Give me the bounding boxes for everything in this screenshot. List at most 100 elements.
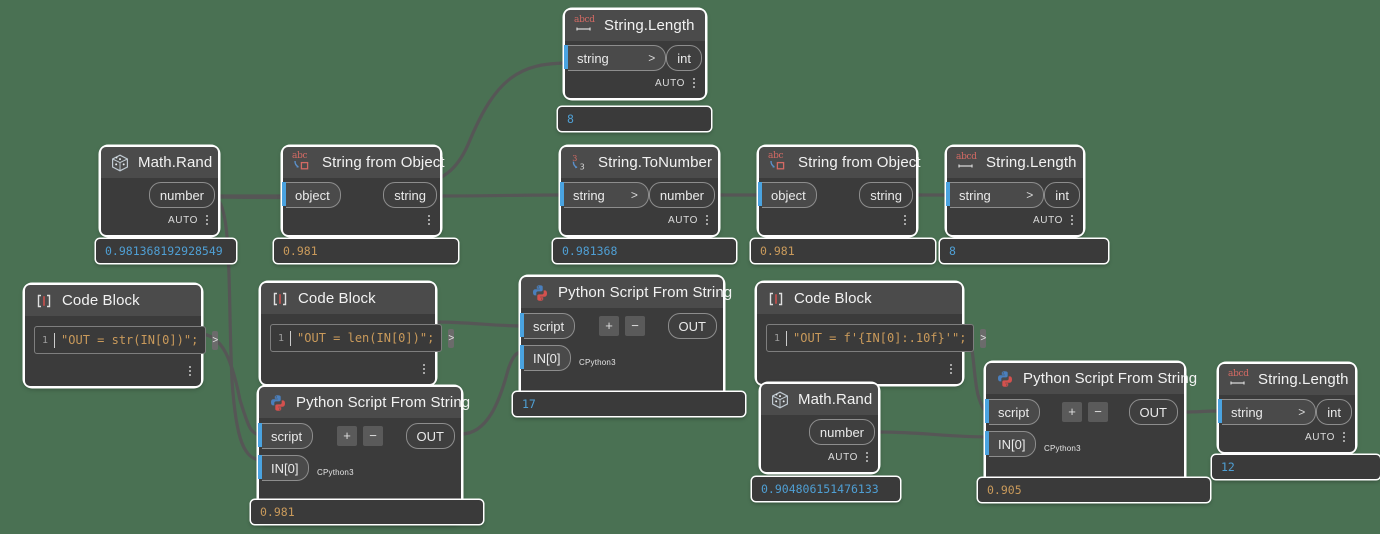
- node-menu-icon[interactable]: [1070, 213, 1074, 227]
- code-block-field[interactable]: 1 "OUT = str(IN[0])"; >: [34, 326, 219, 354]
- input-port-in0[interactable]: IN[0]: [984, 431, 1037, 457]
- node-menu-icon[interactable]: [205, 213, 209, 227]
- add-port-button[interactable]: +: [1062, 402, 1082, 422]
- input-port-in0[interactable]: IN[0]: [257, 455, 310, 481]
- input-port-string[interactable]: string >: [560, 182, 649, 208]
- node-header[interactable]: abcd String.Length: [565, 10, 705, 41]
- input-port-object[interactable]: object: [282, 182, 341, 208]
- node-title: Code Block: [794, 290, 872, 307]
- input-port-script[interactable]: script: [519, 313, 576, 339]
- output-port-out[interactable]: OUT: [1128, 399, 1181, 425]
- node-menu-icon[interactable]: [422, 362, 426, 376]
- input-port-in0[interactable]: IN[0]: [519, 345, 572, 371]
- node-header[interactable]: Python Script From String: [986, 363, 1197, 394]
- output-port-string[interactable]: string: [383, 182, 437, 208]
- port-row: object string: [282, 181, 440, 209]
- output-port-button[interactable]: >: [212, 330, 219, 350]
- input-port-script[interactable]: script: [984, 399, 1041, 425]
- node-menu-icon[interactable]: [903, 213, 907, 227]
- node-math-rand-2[interactable]: Math.Rand number AUTO: [761, 384, 878, 472]
- node-header[interactable]: Math.Rand: [761, 384, 878, 415]
- node-string-tonumber[interactable]: 3 3 String.ToNumber string > number AUTO: [560, 147, 718, 235]
- node-footer: AUTO: [761, 446, 878, 472]
- node-string-length-2[interactable]: abcd String.Length string > int AUTO: [945, 147, 1083, 235]
- node-header[interactable]: Code Block: [757, 283, 962, 314]
- input-port-string[interactable]: string >: [563, 45, 667, 71]
- node-title: String.Length: [1258, 371, 1349, 388]
- remove-port-button[interactable]: −: [363, 426, 383, 446]
- node-code-block-1[interactable]: Code Block 1 "OUT = str(IN[0])"; >: [25, 285, 219, 386]
- node-header[interactable]: abcd String.Length: [947, 147, 1083, 178]
- node-header[interactable]: Python Script From String: [521, 277, 732, 308]
- port-stepper[interactable]: + −: [521, 316, 723, 336]
- add-port-button[interactable]: +: [337, 426, 357, 446]
- node-menu-icon[interactable]: [1342, 430, 1346, 444]
- output-port-number[interactable]: number: [148, 182, 215, 208]
- node-header[interactable]: Code Block: [25, 285, 201, 316]
- node-header[interactable]: abc String from Object: [283, 147, 445, 178]
- port-stepper[interactable]: + −: [259, 426, 461, 446]
- add-port-button[interactable]: +: [599, 316, 619, 336]
- node-menu-icon[interactable]: [949, 362, 953, 376]
- output-port-out[interactable]: OUT: [667, 313, 720, 339]
- node-header[interactable]: Python Script From String: [259, 387, 470, 418]
- node-menu-icon[interactable]: [865, 450, 869, 464]
- node-header[interactable]: abc String from Object: [759, 147, 921, 178]
- input-port-string[interactable]: string >: [945, 182, 1045, 208]
- node-menu-icon[interactable]: [188, 364, 192, 378]
- preview-bubble: 0.981: [751, 239, 935, 263]
- node-title: String.Length: [604, 17, 695, 34]
- node-math-rand-1[interactable]: Math.Rand number AUTO: [101, 147, 218, 235]
- node-header[interactable]: Math.Rand: [101, 147, 218, 178]
- remove-port-button[interactable]: −: [625, 316, 645, 336]
- node-menu-icon[interactable]: [705, 213, 709, 227]
- node-code-block-2[interactable]: Code Block 1 "OUT = len(IN[0])"; >: [261, 283, 455, 384]
- node-header[interactable]: Code Block: [261, 283, 435, 314]
- port-stepper[interactable]: + −: [986, 402, 1184, 422]
- port-row-in0: IN[0] CPython3: [519, 344, 723, 372]
- node-menu-icon[interactable]: [692, 76, 696, 90]
- code-block-field[interactable]: 1 "OUT = len(IN[0])"; >: [270, 324, 455, 352]
- output-port-button[interactable]: >: [980, 328, 987, 348]
- output-port-out[interactable]: OUT: [405, 423, 458, 449]
- node-code-block-3[interactable]: Code Block 1 "OUT = f'{IN[0]:.10f}'"; >: [757, 283, 987, 384]
- node-body: object string: [282, 181, 440, 235]
- preview-bubble: 0.904806151476133: [752, 477, 900, 501]
- code-input[interactable]: 1 "OUT = f'{IN[0]:.10f}'";: [766, 324, 975, 352]
- node-header[interactable]: abcd String.Length: [1219, 364, 1355, 395]
- output-port-string[interactable]: string: [859, 182, 913, 208]
- output-port-number[interactable]: number: [808, 419, 875, 445]
- node-string-length-3[interactable]: abcd String.Length string > int AUTO: [1217, 364, 1355, 452]
- code-block-field[interactable]: 1 "OUT = f'{IN[0]:.10f}'"; >: [766, 324, 987, 352]
- node-header[interactable]: 3 3 String.ToNumber: [561, 147, 718, 178]
- port-row: string > int: [1217, 398, 1355, 426]
- input-port-script[interactable]: script: [257, 423, 314, 449]
- chevron-right-icon: >: [630, 188, 638, 202]
- code-text: "OUT = f'{IN[0]:.10f}'";: [793, 331, 967, 345]
- code-input[interactable]: 1 "OUT = str(IN[0])";: [34, 326, 207, 354]
- python-icon: [271, 394, 285, 411]
- node-menu-icon[interactable]: [427, 213, 431, 227]
- output-port-number[interactable]: number: [648, 182, 715, 208]
- node-string-length-top[interactable]: abcd String.Length string > int AUTO: [563, 10, 705, 98]
- output-port-int[interactable]: int: [1316, 399, 1352, 425]
- port-row-script: script + − OUT: [519, 312, 723, 340]
- node-body: 1 "OUT = f'{IN[0]:.10f}'"; >: [757, 324, 987, 384]
- output-port-button[interactable]: >: [448, 328, 455, 348]
- node-body: number AUTO: [761, 418, 878, 472]
- preview-bubble: 17: [513, 392, 745, 416]
- node-string-from-object-1[interactable]: abc String from Object object string: [282, 147, 445, 235]
- code-input[interactable]: 1 "OUT = len(IN[0])";: [270, 324, 443, 352]
- node-footer: AUTO: [561, 209, 718, 235]
- remove-port-button[interactable]: −: [1088, 402, 1108, 422]
- auto-label: AUTO: [655, 77, 685, 89]
- output-port-int[interactable]: int: [666, 45, 702, 71]
- node-string-from-object-2[interactable]: abc String from Object object string: [758, 147, 921, 235]
- auto-label: AUTO: [1305, 431, 1335, 443]
- input-port-object[interactable]: object: [758, 182, 817, 208]
- input-port-string[interactable]: string >: [1217, 399, 1317, 425]
- output-port-int[interactable]: int: [1044, 182, 1080, 208]
- auto-label: AUTO: [1033, 214, 1063, 226]
- node-footer: AUTO: [1219, 426, 1355, 452]
